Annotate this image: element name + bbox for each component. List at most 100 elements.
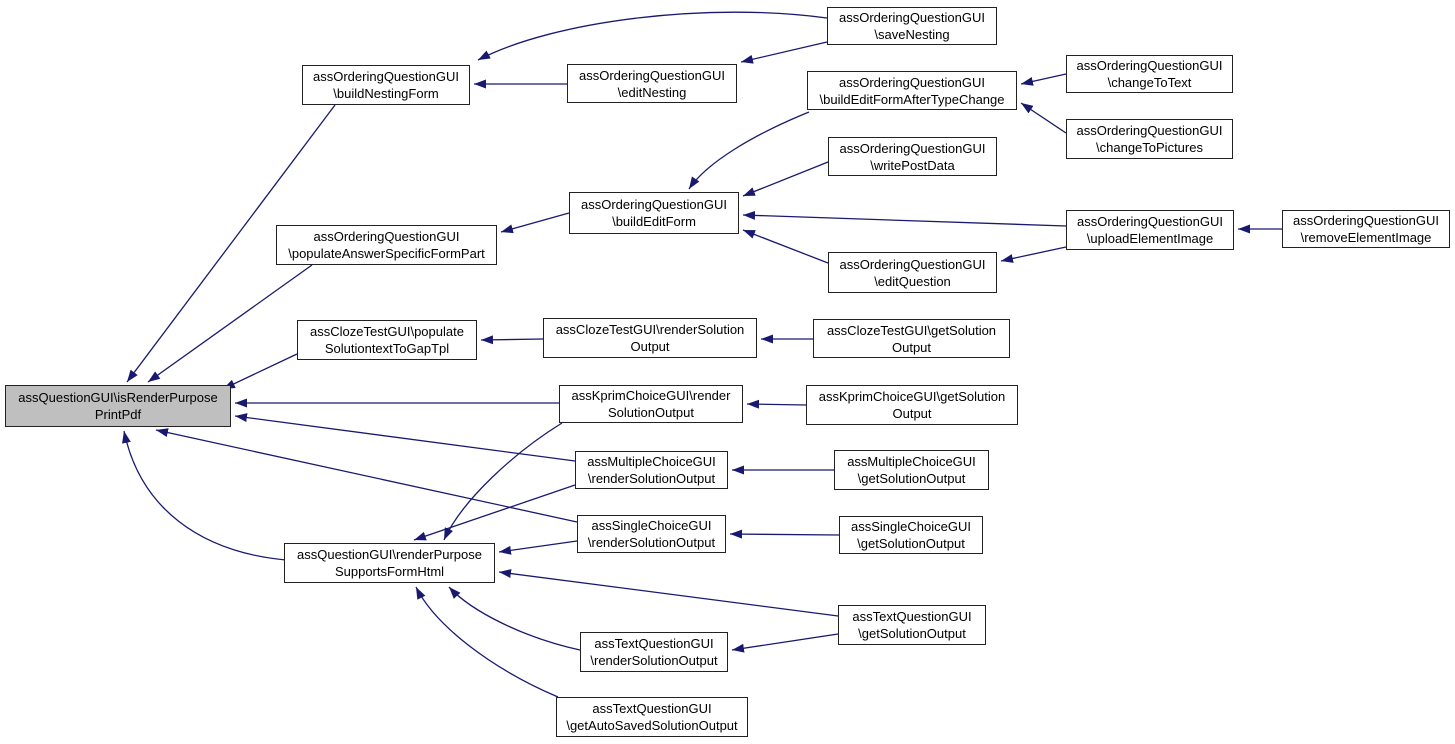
edge-uploadElementImage-to-editQuestion <box>1000 246 1067 263</box>
node-multipleRenderSolutionOutput[interactable]: assMultipleChoiceGUI\renderSolutionOutpu… <box>575 451 728 489</box>
node-label-line: \changeToPictures <box>1096 140 1203 155</box>
node-label-line: Output <box>892 406 932 421</box>
node-label-line: assKprimChoiceGUI\render <box>571 388 731 403</box>
node-changeToText[interactable]: assOrderingQuestionGUI \changeToText <box>1066 55 1233 93</box>
node-multipleGetSolutionOutput[interactable]: assMultipleChoiceGUI \getSolutionOutput <box>834 450 989 490</box>
node-saveNesting[interactable]: assOrderingQuestionGUI \saveNesting <box>827 7 997 45</box>
node-label-line: SupportsFormHtml <box>334 564 445 579</box>
node-label-line: assMultipleChoiceGUI <box>847 454 976 469</box>
edge-editQuestion-to-buildEditForm <box>742 229 829 264</box>
node-label-line: SolutionOutput <box>607 405 694 420</box>
node-label-line: \removeElementImage <box>1300 230 1432 245</box>
node-label-line: \renderSolutionOutput <box>590 653 718 668</box>
node-editQuestion[interactable]: assOrderingQuestionGUI\editQuestion <box>828 252 997 293</box>
node-label-line: assQuestionGUI\isRenderPurpose <box>18 390 218 405</box>
node-removeElementImage[interactable]: assOrderingQuestionGUI \removeElementImag… <box>1282 210 1450 248</box>
edge-kprimRenderSolutionOutput-to-renderPurposeSupportsFormHtml <box>443 422 563 541</box>
edge-buildEditFormAfterTypeChange-to-buildEditForm <box>688 111 810 190</box>
edge-multipleRenderSolutionOutput-to-renderPurposeSupportsFormHtml <box>413 484 576 541</box>
node-label-line: Output <box>891 339 932 355</box>
edge-saveNesting-to-editNesting <box>740 41 828 64</box>
edge-populateAnswerSpecificFormPart-to-isRenderPurposePrintPdf <box>147 264 313 383</box>
node-label-line: \getSolutionOutput <box>857 536 965 551</box>
node-label-line: assTextQuestionGUI <box>592 701 712 716</box>
edge-textGetSolutionOutput-to-textRenderSolutionOutput <box>731 633 839 653</box>
node-label-line: \getSolutionOutput <box>857 471 966 486</box>
node-singleGetSolutionOutput[interactable]: assSingleChoiceGUI \getSolutionOutput <box>839 516 983 554</box>
node-changeToPictures[interactable]: assOrderingQuestionGUI \changeToPictures <box>1066 119 1233 159</box>
node-label-line: assOrderingQuestionGUI <box>839 140 986 156</box>
node-label-line: assOrderingQuestionGUI <box>1076 58 1223 73</box>
node-buildNestingForm[interactable]: assOrderingQuestionGUI \buildNestingForm <box>302 65 470 105</box>
edge-singleRenderSolutionOutput-to-renderPurposeSupportsFormHtml <box>498 540 578 555</box>
node-label-line: PrintPdf <box>94 407 142 422</box>
node-editNesting[interactable]: assOrderingQuestionGUI\editNesting <box>567 64 737 103</box>
node-label-line: \changeToText <box>1107 75 1192 90</box>
node-label-line: assOrderingQuestionGUI <box>839 74 985 90</box>
node-label-line: \editQuestion <box>874 273 951 289</box>
node-label-line: \uploadElementImage <box>1086 231 1214 246</box>
node-label-line: assOrderingQuestionGUI <box>1293 213 1439 228</box>
node-label-line: \buildEditFormAfterTypeChange <box>819 91 1005 107</box>
node-label-line: assOrderingQuestionGUI <box>1076 123 1223 138</box>
node-label-line: \saveNesting <box>874 27 950 42</box>
edge-textGetSolutionOutput-to-renderPurposeSupportsFormHtml <box>498 569 839 617</box>
node-label-line: \renderSolutionOutput <box>587 535 716 550</box>
edge-clozeRenderSolutionOutput-to-populateSolutiontextToGapTpl <box>480 335 544 345</box>
node-label-line: assMultipleChoiceGUI <box>587 454 716 469</box>
node-label-line: assKprimChoiceGUI\getSolution <box>818 389 1006 404</box>
node-label-line: assOrderingQuestionGUI <box>839 10 985 25</box>
node-label-line: \getAutoSavedSolutionOutput <box>566 718 738 733</box>
node-label-line: \getSolutionOutput <box>858 626 966 641</box>
node-label-line: assClozeTestGUI\getSolution <box>826 322 997 338</box>
node-label-line: Output <box>630 339 670 354</box>
node-textGetAutoSavedSolutionOutput[interactable]: assTextQuestionGUI \getAutoSavedSolutionO… <box>556 697 748 737</box>
edge-buildEditForm-to-populateAnswerSpecificFormPart <box>500 212 570 234</box>
edge-singleGetSolutionOutput-to-singleRenderSolutionOutput <box>729 529 840 539</box>
node-label-line: \buildNestingForm <box>333 86 439 101</box>
node-label-line: assTextQuestionGUI <box>594 636 714 651</box>
node-label-line: assSingleChoiceGUI <box>591 518 712 533</box>
node-label-line: assOrderingQuestionGUI <box>1077 214 1223 229</box>
node-buildEditFormAfterTypeChange[interactable]: assOrderingQuestionGUI\buildEditFormAfte… <box>807 71 1017 110</box>
node-label-line: assSingleChoiceGUI <box>851 519 971 534</box>
edge-multipleRenderSolutionOutput-to-isRenderPurposePrintPdf <box>234 413 576 462</box>
edge-kprimGetSolutionOutput-to-kprimRenderSolutionOutput <box>746 399 807 409</box>
edge-textRenderSolutionOutput-to-renderPurposeSupportsFormHtml <box>448 586 581 651</box>
node-uploadElementImage[interactable]: assOrderingQuestionGUI \uploadElementImag… <box>1066 210 1234 250</box>
node-populateAnswerSpecificFormPart[interactable]: assOrderingQuestionGUI \populateAnswerSpe… <box>276 225 497 265</box>
node-label-line: assOrderingQuestionGUI <box>839 256 986 272</box>
node-label-line: assTextQuestionGUI <box>852 609 972 624</box>
edge-renderPurposeSupportsFormHtml-to-isRenderPurposePrintPdf <box>122 430 287 561</box>
node-writePostData[interactable]: assOrderingQuestionGUI\writePostData <box>828 137 997 176</box>
edge-singleRenderSolutionOutput-to-isRenderPurposePrintPdf <box>155 428 578 523</box>
node-label-line: \buildEditForm <box>612 214 696 229</box>
node-label-line: \populateAnswerSpecificFormPart <box>288 246 485 261</box>
node-label-line: \editNesting <box>617 84 687 100</box>
node-label-line: assClozeTestGUI\populate <box>310 324 464 339</box>
edge-buildNestingForm-to-isRenderPurposePrintPdf <box>126 104 336 383</box>
edge-changeToText-to-buildEditFormAfterTypeChange <box>1020 73 1067 86</box>
node-textGetSolutionOutput[interactable]: assTextQuestionGUI \getSolutionOutput <box>838 605 986 645</box>
node-label-line: assOrderingQuestionGUI <box>313 229 460 244</box>
node-label-line: assOrderingQuestionGUI <box>579 67 725 83</box>
node-label-line: assOrderingQuestionGUI <box>581 197 727 212</box>
node-textRenderSolutionOutput[interactable]: assTextQuestionGUI \renderSolutionOutput <box>580 632 728 672</box>
node-label-line: \writePostData <box>870 157 955 173</box>
node-label-line: SolutiontextToGapTpl <box>324 341 450 356</box>
node-singleRenderSolutionOutput[interactable]: assSingleChoiceGUI \renderSolutionOutput <box>577 515 726 553</box>
node-buildEditForm[interactable]: assOrderingQuestionGUI \buildEditForm <box>569 192 739 234</box>
node-label-line: assOrderingQuestionGUI <box>313 69 459 84</box>
edge-textGetAutoSavedSolutionOutput-to-renderPurposeSupportsFormHtml <box>415 586 559 698</box>
edge-uploadElementImage-to-buildEditForm <box>742 210 1067 227</box>
edge-writePostData-to-buildEditForm <box>742 161 829 197</box>
